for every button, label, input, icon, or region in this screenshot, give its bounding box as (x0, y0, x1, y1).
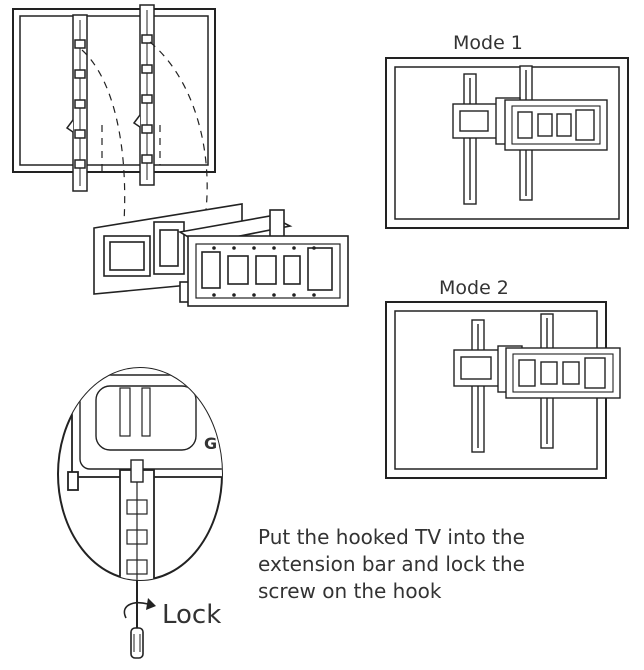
hang-path-dashed (81, 41, 208, 223)
wall-mount-bracket (93, 203, 349, 307)
mode2-label: Mode 2 (439, 277, 509, 299)
tv-hook-rail-left (65, 14, 88, 192)
mode2-bracket (453, 345, 621, 399)
mode1-bracket (452, 97, 608, 151)
mode1-label: Mode 1 (453, 32, 523, 54)
instruction-line-3: screw on the hook (258, 579, 442, 603)
tv-hook-rail-right (132, 4, 155, 186)
instruction-line-1: Put the hooked TV into the (258, 525, 525, 549)
tv-back-top-left (12, 8, 216, 173)
instruction-text: Put the hooked TV into the extension bar… (258, 524, 638, 605)
lock-label: Lock (162, 600, 222, 630)
bracket-mark: G (204, 434, 217, 453)
mode1-tv-frame (385, 57, 629, 229)
lock-detail-circle: G (57, 367, 223, 581)
rotate-clockwise-arrow-icon (123, 598, 156, 619)
screwdriver-icon (130, 580, 144, 659)
instruction-line-2: extension bar and lock the (258, 552, 525, 576)
